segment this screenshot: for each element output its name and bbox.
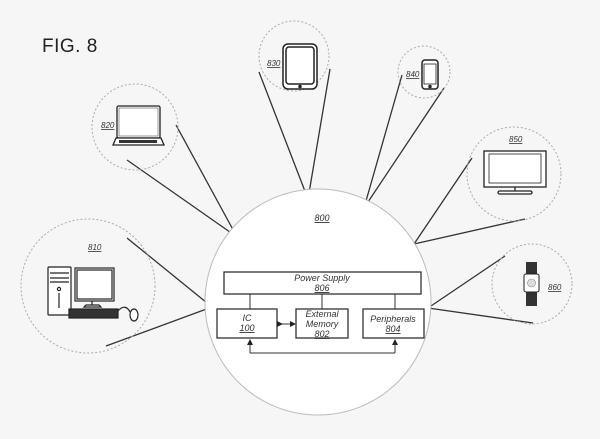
connector-810-a	[126, 237, 213, 308]
connector-850-b	[413, 218, 526, 245]
device-circle-840	[397, 45, 451, 99]
ic-block	[216, 308, 278, 339]
ic-ref: 100	[239, 323, 254, 333]
external-memory-ref: 802	[314, 329, 329, 339]
connector-830-b	[307, 68, 331, 200]
external-memory-label-1: External	[305, 309, 339, 319]
connector-810-b	[105, 306, 213, 347]
device-circle-810	[20, 218, 156, 354]
device-ref-810: 810	[88, 243, 102, 252]
device-circle-860	[491, 243, 573, 325]
smartwatch-icon	[523, 262, 540, 306]
device-ref-830: 830	[267, 59, 281, 68]
external-memory-block	[295, 308, 349, 339]
connector-lines	[105, 68, 534, 347]
power-supply-ref: 806	[314, 283, 329, 293]
device-ref-840: 840	[406, 70, 420, 79]
device-circle-830	[258, 20, 330, 92]
device-circle-850	[466, 126, 562, 222]
desktop-computer-icon	[47, 266, 139, 322]
connector-860-b	[427, 307, 534, 324]
laptop-icon	[112, 105, 165, 146]
connector-830-a	[258, 71, 309, 200]
figure-title: FIG. 8	[42, 36, 98, 57]
system-ref: 800	[314, 213, 329, 223]
device-ref-820: 820	[101, 121, 115, 130]
external-memory-label-2: Memory	[306, 319, 339, 329]
connector-840-b	[363, 87, 445, 209]
tablet-icon	[282, 43, 318, 90]
smartphone-icon	[421, 59, 439, 90]
device-ref-850: 850	[509, 135, 523, 144]
connector-820-b	[175, 124, 238, 238]
power-supply-label: Power Supply	[294, 273, 350, 283]
connector-840-a	[363, 74, 403, 209]
device-circle-820	[91, 83, 179, 171]
connector-860-a	[427, 255, 506, 309]
peripherals-ref: 804	[385, 324, 400, 334]
connector-850-a	[413, 157, 473, 245]
device-ref-860: 860	[548, 283, 562, 292]
system-circle	[204, 188, 432, 416]
peripherals-block	[362, 308, 425, 339]
television-icon	[483, 150, 547, 195]
ic-label: IC	[243, 313, 253, 323]
connector-820-a	[126, 159, 238, 238]
peripherals-label: Peripherals	[370, 314, 416, 324]
